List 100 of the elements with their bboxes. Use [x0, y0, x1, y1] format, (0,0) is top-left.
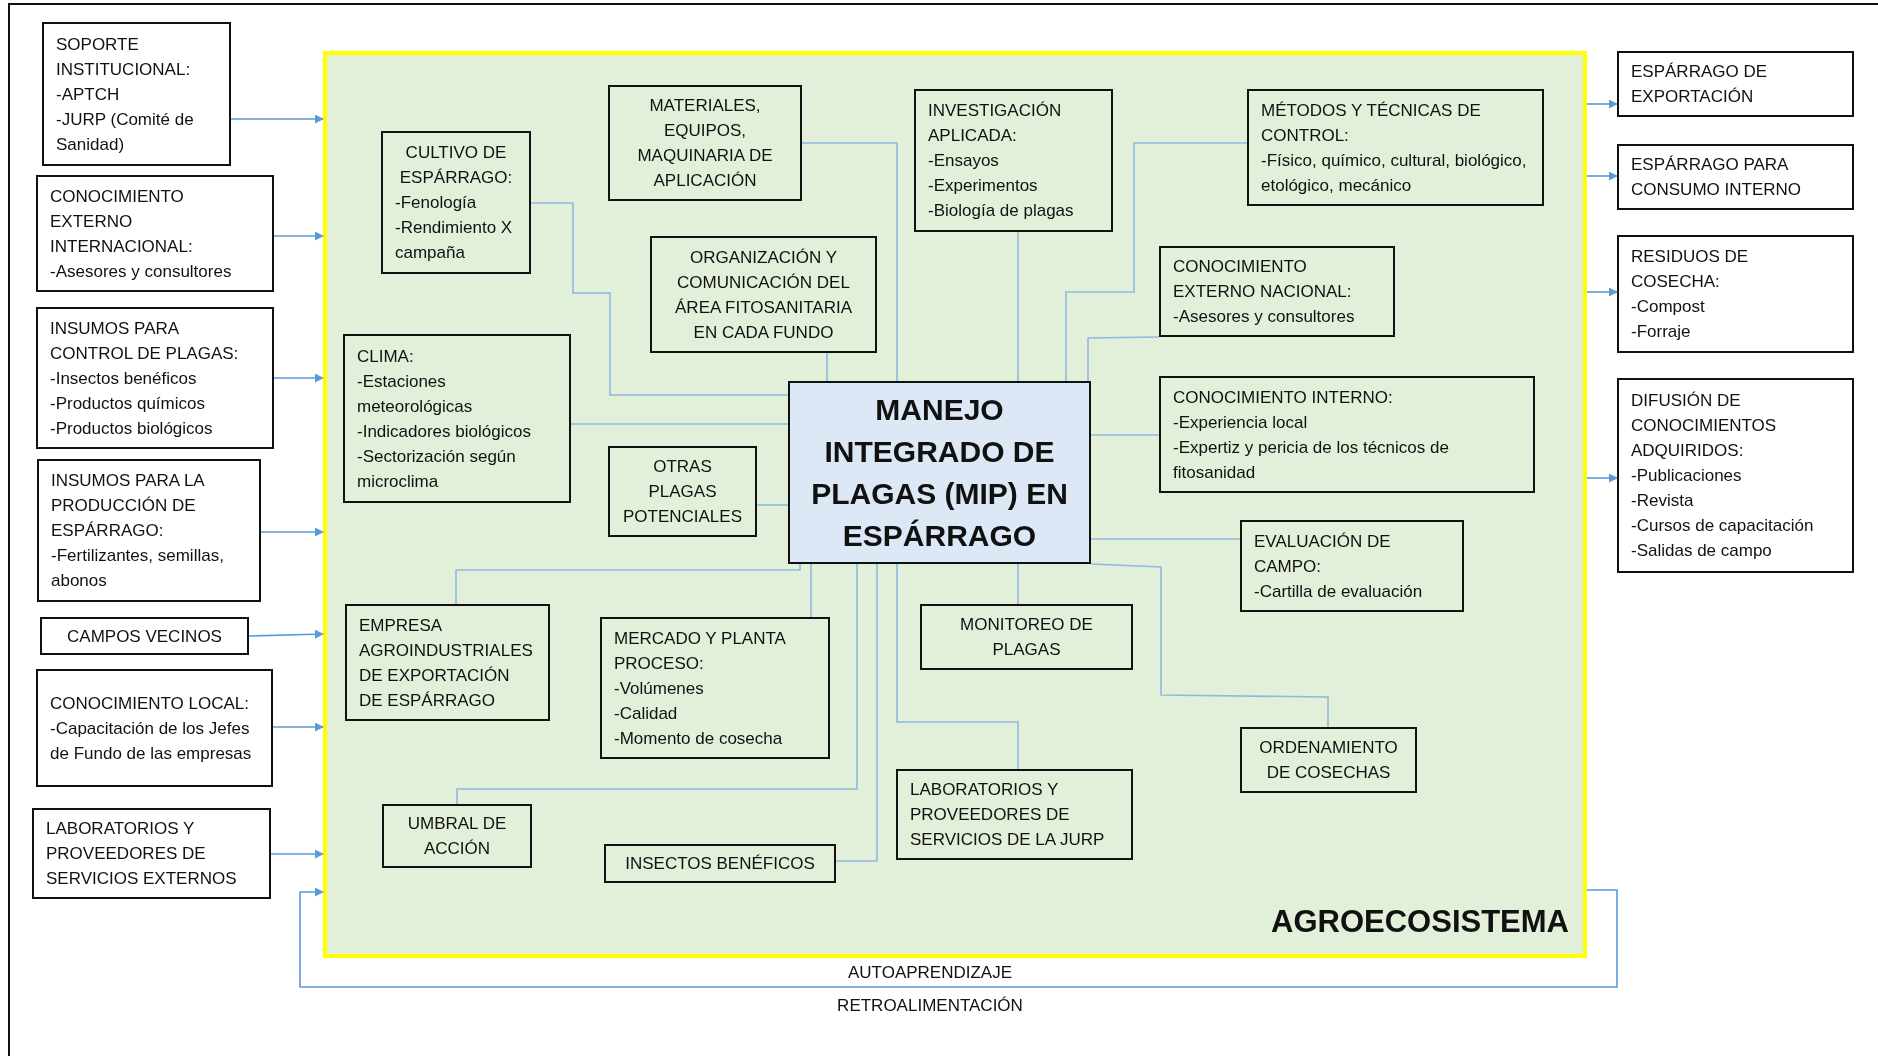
connector-line: [835, 563, 878, 862]
concept-box: [37, 459, 261, 602]
list-item: -Asesores y consultores: [1173, 306, 1356, 328]
concept-box: [42, 22, 231, 166]
list-item: -Ensayos: [928, 150, 1000, 172]
arrow: [273, 231, 324, 241]
connector-line: [1017, 563, 1019, 605]
concept-box: [36, 307, 274, 449]
list-item: -Estaciones meteorológicas: [357, 370, 474, 418]
box-heading: CONOCIMIENTO LOCAL:: [50, 692, 250, 715]
connector-line: [1090, 563, 1329, 728]
arrow: [272, 722, 324, 732]
list-item: -Indicadores biológicos: [357, 420, 532, 443]
arrow: [1586, 473, 1618, 483]
box-text: LABORATORIOS Y PROVEEDORES DE SERVICIOS DE LA JURP: [910, 779, 1106, 851]
loop-label: RETROALIMENTACIÓN: [837, 996, 1023, 1016]
concept-box: [608, 85, 802, 201]
box-heading: DIFUSIÓN DE CONOCIMIENTOS ADQUIRIDOS:: [1631, 390, 1778, 462]
box-heading: CLIMA:: [357, 345, 415, 368]
connector-line: [1065, 142, 1248, 382]
box-heading: CULTIVO DE ESPÁRRAGO:: [398, 142, 514, 189]
arrow: [1586, 287, 1618, 297]
box-heading: MÉTODOS Y TÉCNICAS DE CONTROL:: [1261, 99, 1482, 147]
list-item: -Cursos de capacitación: [1631, 515, 1815, 537]
arrow: [260, 527, 324, 537]
loop-label: AUTOAPRENDIZAJE: [847, 963, 1013, 983]
box-text: ESPÁRRAGO DE EXPORTACIÓN: [1631, 61, 1769, 108]
box-text: ORDENAMIENTO DE COSECHAS: [1258, 737, 1399, 784]
box-text: OTRAS PLAGAS POTENCIALES: [622, 456, 743, 528]
box-text: INSECTOS BENÉFICOS: [624, 853, 816, 875]
concept-box: [381, 131, 531, 274]
concept-box: [600, 617, 830, 759]
connector-line: [826, 352, 828, 382]
list-item: -Físico, químico, cultural, biológico, etológico, mecánico: [1261, 149, 1528, 197]
arrow: [1586, 99, 1618, 109]
list-item: -Rendimiento X campaña: [395, 217, 514, 264]
list-item: -Experimentos: [928, 175, 1039, 197]
box-heading: INVESTIGACIÓN APLICADA:: [928, 100, 1063, 147]
list-item: -Productos químicos: [50, 392, 206, 415]
concept-box: [608, 446, 757, 537]
box-heading: EVALUACIÓN DE CAMPO:: [1254, 530, 1392, 578]
central-topic-box: [788, 381, 1091, 564]
concept-box: [1617, 378, 1854, 573]
list-item: -Expertiz y pericia de los técnicos de fitosanidad: [1173, 436, 1450, 484]
concept-box: [1617, 235, 1854, 353]
concept-box: [1240, 520, 1464, 612]
box-text: LABORATORIOS Y PROVEEDORES DE SERVICIOS EXTERNOS: [46, 818, 238, 890]
box-text: UMBRAL DE ACCIÓN: [406, 813, 508, 860]
connector-line: [530, 202, 789, 396]
concept-box: [920, 604, 1133, 670]
list-item: -Fenología: [395, 192, 478, 214]
arrow: [1586, 171, 1618, 181]
list-item: -Experiencia local: [1173, 411, 1309, 434]
list-item: -Productos biológicos: [50, 417, 214, 440]
concept-box: [32, 808, 271, 899]
list-item: -Volúmenes: [614, 677, 705, 700]
list-item: -Calidad: [614, 702, 679, 725]
concept-box: [914, 89, 1113, 232]
list-item: -Momento de cosecha: [614, 727, 784, 750]
connector-line: [801, 142, 898, 382]
list-item: -Salidas de campo: [1631, 540, 1773, 562]
concept-box: [40, 617, 249, 655]
connector-line: [1090, 434, 1160, 436]
box-heading: INSUMOS PARA CONTROL DE PLAGAS:: [50, 317, 240, 365]
box-text: ORGANIZACIÓN Y COMUNICACIÓN DEL ÁREA FITOSANITARIA EN CADA FUNDO: [674, 246, 853, 344]
list-item: -Compost: [1631, 296, 1706, 318]
connector-line: [455, 563, 801, 605]
concept-box: [1617, 51, 1854, 117]
concept-box: [1247, 89, 1544, 206]
concept-box: [1159, 246, 1395, 337]
agroecosystem-panel: [323, 51, 1587, 958]
connector-line: [810, 563, 812, 618]
concept-box: [1240, 727, 1417, 793]
arrow: [230, 114, 324, 124]
list-item: -Cartilla de evaluación: [1254, 580, 1424, 603]
concept-box: [650, 236, 877, 353]
list-item: -Sectorización según microclima: [357, 445, 517, 493]
list-item: -Forraje: [1631, 321, 1692, 343]
list-item: -Publicaciones: [1631, 465, 1743, 487]
list-item: -APTCH: [56, 83, 121, 106]
box-text: EMPRESA AGROINDUSTRIALES DE EXPORTACIÓN DE ESPÁRRAGO: [359, 614, 534, 712]
list-item: -Capacitación de los Jefes de Fundo de las empresas: [50, 717, 253, 765]
concept-box: [345, 604, 550, 721]
connector-line: [1090, 538, 1241, 540]
box-heading: CONOCIMIENTO EXTERNO NACIONAL:: [1173, 256, 1353, 303]
box-text: MONITOREO DE PLAGAS: [959, 614, 1094, 661]
connector-line: [570, 423, 789, 425]
box-heading: RESIDUOS DE COSECHA:: [1631, 246, 1750, 293]
concept-box: [1617, 144, 1854, 210]
concept-box: [36, 175, 274, 292]
concept-box: [382, 804, 532, 868]
connector-line: [1087, 336, 1160, 382]
box-text: MATERIALES, EQUIPOS, MAQUINARIA DE APLICACIÓN: [636, 95, 774, 192]
connector-line: [896, 563, 1019, 770]
arrow: [270, 849, 324, 859]
list-item: -JURP (Comité de Sanidad): [56, 108, 195, 156]
connector-line: [1017, 231, 1019, 382]
connector-line: [456, 563, 858, 805]
arrow: [273, 373, 324, 383]
concept-box: [896, 769, 1133, 860]
